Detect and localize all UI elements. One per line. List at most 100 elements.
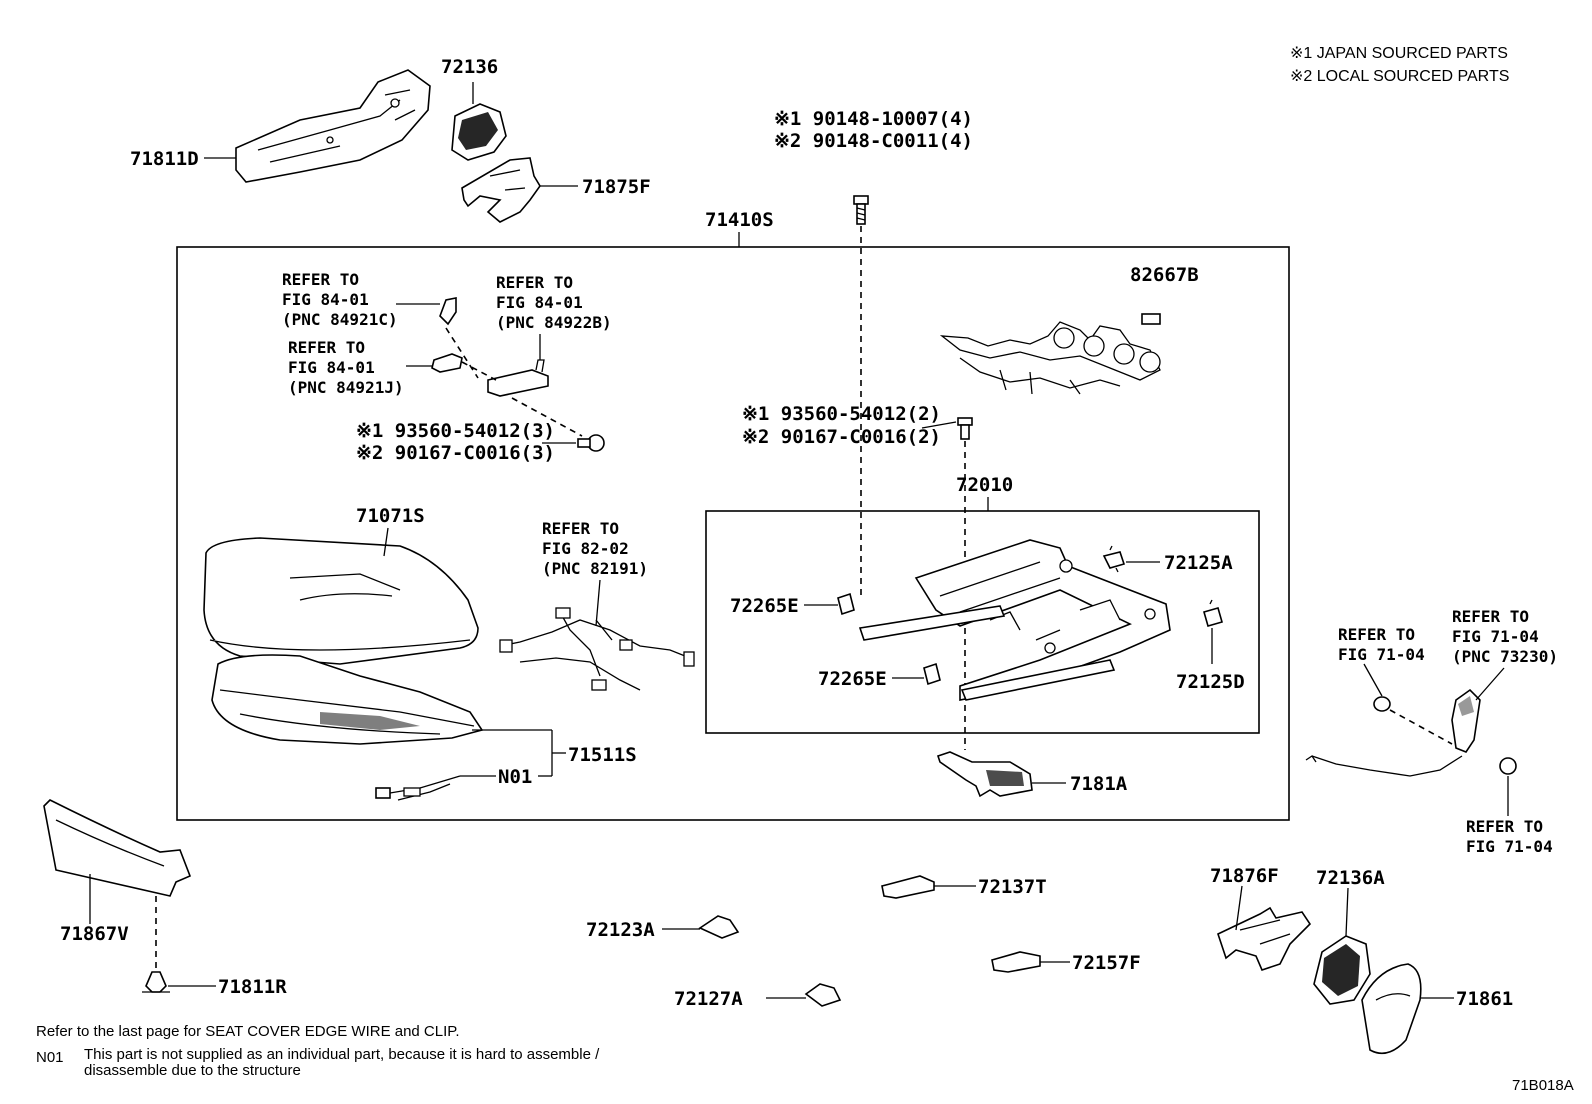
leader-ref-71-04-a <box>1363 663 1383 697</box>
label-72123A[interactable]: 72123A <box>586 919 655 941</box>
label-71511S[interactable]: 71511S <box>568 744 637 766</box>
ref-82191: REFER TO FIG 82-02 (PNC 82191) <box>542 519 648 578</box>
part-71876F-bracket[interactable] <box>1217 906 1312 971</box>
ref-71-04-a-line2[interactable]: FIG 71-04 <box>1338 645 1425 664</box>
ref-71-04-b: REFER TO FIG 71-04 <box>1466 817 1553 856</box>
label-72137T[interactable]: 72137T <box>978 876 1047 898</box>
ref-84921C-line3[interactable]: (PNC 84921C) <box>282 310 398 329</box>
ref-71-04-b-line2[interactable]: FIG 71-04 <box>1466 837 1553 856</box>
part-72265E-b-clip[interactable] <box>923 662 941 686</box>
bolt-mid-line1: ※1 93560-54012(2) <box>742 403 941 425</box>
label-71071S[interactable]: 71071S <box>356 505 425 527</box>
ref-84922B-line3[interactable]: (PNC 84922B) <box>496 313 612 332</box>
ref-73230-line1: REFER TO <box>1452 607 1529 626</box>
leader-71071S <box>383 527 389 557</box>
part-71861-cover[interactable] <box>1361 963 1422 1055</box>
part-71875F-bracket[interactable] <box>461 157 541 223</box>
footer-n01-line1: This part is not supplied as an individu… <box>84 1046 600 1063</box>
footer-note: Refer to the last page for SEAT COVER ED… <box>36 1023 460 1040</box>
leader-71876F <box>1235 885 1243 931</box>
footer-n01-line2: disassemble due to the structure <box>84 1062 301 1079</box>
part-72265E-a-clip[interactable] <box>837 592 855 616</box>
leader-82191 <box>595 579 601 627</box>
subassembly-box-72010 <box>705 510 1260 734</box>
label-72136[interactable]: 72136 <box>441 56 498 78</box>
label-7181A[interactable]: 7181A <box>1070 773 1128 795</box>
label-71811D[interactable]: 71811D <box>130 148 199 170</box>
part-84921C-cap[interactable] <box>439 297 457 326</box>
ref-84921J-line3[interactable]: (PNC 84921J) <box>288 378 404 397</box>
dashed-belt <box>1389 709 1453 745</box>
ref-84922B-line1: REFER TO <box>496 273 573 292</box>
bolt-top-line1: ※1 90148-10007(4) <box>774 108 973 130</box>
ref-71-04-b-line1: REFER TO <box>1466 817 1543 836</box>
label-72265E-a[interactable]: 72265E <box>730 595 799 617</box>
bolt-top-line2: ※2 90148-C0011(4) <box>774 130 973 152</box>
label-72265E-b[interactable]: 72265E <box>818 668 887 690</box>
assembly-box-71410S <box>176 246 1290 821</box>
ref-73230: REFER TO FIG 71-04 (PNC 73230) <box>1452 607 1558 666</box>
bolt-left-line2: ※2 90167-C0016(3) <box>356 442 555 464</box>
ref-82191-line2: FIG 82-02 <box>542 539 629 558</box>
part-72136A-knob[interactable] <box>1313 935 1371 1005</box>
ref-82191-line3[interactable]: (PNC 82191) <box>542 559 648 578</box>
label-82667B[interactable]: 82667B <box>1130 264 1199 286</box>
label-72010[interactable]: 72010 <box>956 474 1013 496</box>
part-84921J-switch[interactable] <box>431 353 463 373</box>
part-73230-belt-buckle[interactable] <box>1305 688 1517 777</box>
label-N01[interactable]: N01 <box>498 766 532 788</box>
label-71410S[interactable]: 71410S <box>705 209 774 231</box>
label-71811R[interactable]: 71811R <box>218 976 287 998</box>
ref-84922B: REFER TO FIG 84-01 (PNC 84922B) <box>496 273 612 332</box>
part-72010-seat-frame[interactable] <box>858 539 1171 701</box>
ref-84922B-line2: FIG 84-01 <box>496 293 583 312</box>
label-72127A[interactable]: 72127A <box>674 988 743 1010</box>
part-82191-harness[interactable] <box>499 607 695 691</box>
legend-japan: ※1 JAPAN SOURCED PARTS <box>1290 45 1508 62</box>
label-72125A[interactable]: 72125A <box>1164 552 1233 574</box>
figure-id: 71B018A <box>1512 1077 1574 1094</box>
part-72157F-cover[interactable] <box>991 951 1041 973</box>
ref-73230-line3[interactable]: (PNC 73230) <box>1452 647 1558 666</box>
part-7181A-adjuster[interactable] <box>936 751 1033 798</box>
part-82667B-harness[interactable] <box>939 313 1161 395</box>
part-72125A-clip[interactable] <box>1102 545 1126 573</box>
label-71875F[interactable]: 71875F <box>582 176 651 198</box>
bolt-left-line1: ※1 93560-54012(3) <box>356 420 555 442</box>
part-N01-heater[interactable] <box>375 775 461 801</box>
label-71861[interactable]: 71861 <box>1456 988 1513 1010</box>
footer-n01-label: N01 <box>36 1049 64 1066</box>
ref-84921J-line2: FIG 84-01 <box>288 358 375 377</box>
part-71811D-side-shield[interactable] <box>235 69 431 183</box>
label-71876F[interactable]: 71876F <box>1210 865 1279 887</box>
bolt-mid-line2: ※2 90167-C0016(2) <box>742 426 941 448</box>
bolt-93560-2-icon[interactable] <box>957 417 973 440</box>
label-72125D[interactable]: 72125D <box>1176 671 1245 693</box>
leader-72136A <box>1345 887 1349 937</box>
label-72136A[interactable]: 72136A <box>1316 867 1385 889</box>
part-71071S-cushion-cover[interactable] <box>203 537 479 665</box>
dashed-84921J <box>461 361 497 381</box>
part-72127A-cover[interactable] <box>804 983 842 1007</box>
part-72137T-cover[interactable] <box>881 875 935 899</box>
part-71511S-seat-pad[interactable] <box>211 654 484 745</box>
part-72136-knob[interactable] <box>451 103 507 161</box>
ref-84921C: REFER TO FIG 84-01 (PNC 84921C) <box>282 270 398 329</box>
label-72157F[interactable]: 72157F <box>1072 952 1141 974</box>
bolt-93560-3-icon[interactable] <box>577 434 605 452</box>
ref-71-04-a: REFER TO FIG 71-04 <box>1338 625 1425 664</box>
bolt-90148-icon[interactable] <box>853 195 869 225</box>
part-72125D-clip[interactable] <box>1203 599 1223 627</box>
part-84922B-bezel[interactable] <box>487 359 549 397</box>
ref-71-04-a-line1: REFER TO <box>1338 625 1415 644</box>
label-71867V[interactable]: 71867V <box>60 923 129 945</box>
dashed-84921C <box>445 327 479 379</box>
ref-73230-line2: FIG 71-04 <box>1452 627 1539 646</box>
legend-local: ※2 LOCAL SOURCED PARTS <box>1290 68 1509 85</box>
part-71867V-cover[interactable] <box>43 799 192 897</box>
part-71811R-clip[interactable] <box>142 971 170 993</box>
part-72123A-cover[interactable] <box>698 915 740 939</box>
ref-82191-line1: REFER TO <box>542 519 619 538</box>
